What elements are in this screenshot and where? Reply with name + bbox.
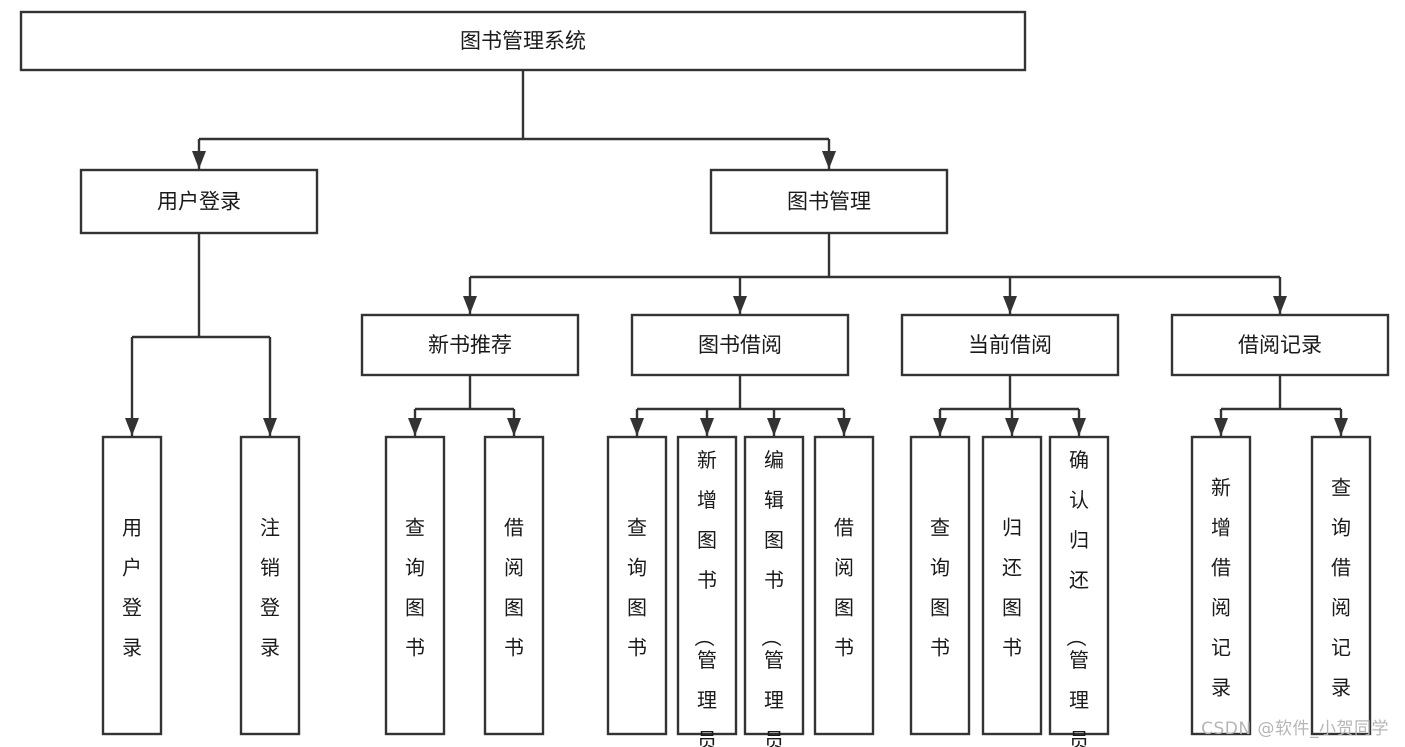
- node-leaf-1-box[interactable]: [239, 435, 301, 736]
- node-leaf-6-box[interactable]: [743, 435, 805, 736]
- node-leaf-8-label: 查询图书: [930, 515, 950, 659]
- arrow-head-icon: [1334, 418, 1348, 436]
- node-leaf-5[interactable]: 新增图书（管理员）: [676, 435, 738, 747]
- node-l3-1-图书借阅-box[interactable]: [630, 313, 850, 377]
- node-leaf-9[interactable]: 归还图书: [981, 435, 1043, 736]
- node-leaf-12[interactable]: 查询借阅记录: [1310, 435, 1372, 736]
- node-leaf-1[interactable]: 注销登录: [239, 435, 301, 736]
- node-root-图书管理系统-label: 图书管理系统: [460, 29, 586, 53]
- node-root-图书管理系统-box[interactable]: [19, 10, 1027, 72]
- node-leaf-12-label: 查询借阅记录: [1331, 475, 1351, 699]
- arrow-head-icon: [1003, 296, 1017, 314]
- node-l3-3-借阅记录-box[interactable]: [1170, 313, 1390, 377]
- node-leaf-0-label: 用户登录: [122, 515, 142, 659]
- node-leaf-2[interactable]: 查询图书: [384, 435, 446, 736]
- node-leaf-11-box[interactable]: [1190, 435, 1252, 736]
- node-l2-1-图书管理-box[interactable]: [709, 168, 949, 235]
- node-leaf-0-box[interactable]: [101, 435, 163, 736]
- node-leaf-8-box[interactable]: [909, 435, 971, 736]
- arrow-head-icon: [463, 296, 477, 314]
- node-leaf-6-label: 编辑图书（管理员）: [759, 448, 784, 747]
- node-root-图书管理系统[interactable]: 图书管理系统: [19, 10, 1027, 72]
- arrow-head-icon: [1005, 418, 1019, 436]
- node-leaf-8[interactable]: 查询图书: [909, 435, 971, 736]
- node-leaf-9-box[interactable]: [981, 435, 1043, 736]
- node-l3-2-当前借阅-box[interactable]: [900, 313, 1120, 377]
- connector-layer: [125, 70, 1348, 436]
- node-l2-0-用户登录-box[interactable]: [79, 168, 319, 235]
- node-l3-2-当前借阅-label: 当前借阅: [968, 333, 1052, 357]
- arrow-head-icon: [733, 296, 747, 314]
- arrow-head-icon: [408, 418, 422, 436]
- arrow-head-icon: [1273, 296, 1287, 314]
- arrow-head-icon: [837, 418, 851, 436]
- node-l3-3-借阅记录[interactable]: 借阅记录: [1170, 313, 1390, 377]
- node-l3-0-新书推荐[interactable]: 新书推荐: [360, 313, 580, 377]
- node-leaf-4-box[interactable]: [606, 435, 668, 736]
- node-leaf-7-box[interactable]: [813, 435, 875, 736]
- arrow-head-icon: [822, 151, 836, 169]
- node-leaf-2-label: 查询图书: [405, 515, 425, 659]
- arrow-head-icon: [700, 418, 714, 436]
- node-leaf-9-label: 归还图书: [1002, 515, 1022, 659]
- node-leaf-3-label: 借阅图书: [504, 515, 524, 659]
- node-leaf-10-label: 确认归还（管理员）: [1064, 448, 1089, 747]
- arrow-head-icon: [125, 418, 139, 436]
- arrow-head-icon: [933, 418, 947, 436]
- node-leaf-11-label: 新增借阅记录: [1211, 475, 1231, 699]
- arrow-head-icon: [507, 418, 521, 436]
- node-l3-1-图书借阅[interactable]: 图书借阅: [630, 313, 850, 377]
- node-l3-1-图书借阅-label: 图书借阅: [698, 333, 782, 357]
- arrow-head-icon: [630, 418, 644, 436]
- node-leaf-5-label: 新增图书（管理员）: [692, 448, 717, 747]
- node-l2-1-图书管理[interactable]: 图书管理: [709, 168, 949, 235]
- watermark-text: CSDN @软件_小贺同学: [1201, 719, 1389, 739]
- arrow-head-icon: [767, 418, 781, 436]
- node-l3-0-新书推荐-box[interactable]: [360, 313, 580, 377]
- node-leaf-3[interactable]: 借阅图书: [483, 435, 545, 736]
- arrow-head-icon: [1072, 418, 1086, 436]
- node-leaf-2-box[interactable]: [384, 435, 446, 736]
- node-leaf-6[interactable]: 编辑图书（管理员）: [743, 435, 805, 747]
- node-l2-0-用户登录[interactable]: 用户登录: [79, 168, 319, 235]
- node-leaf-7[interactable]: 借阅图书: [813, 435, 875, 736]
- node-l2-0-用户登录-label: 用户登录: [157, 190, 241, 214]
- node-leaf-12-box[interactable]: [1310, 435, 1372, 736]
- node-leaf-10-box[interactable]: [1048, 435, 1110, 736]
- node-l3-0-新书推荐-label: 新书推荐: [428, 333, 512, 357]
- node-leaf-10[interactable]: 确认归还（管理员）: [1048, 435, 1110, 747]
- node-leaf-11[interactable]: 新增借阅记录: [1190, 435, 1252, 736]
- node-l2-1-图书管理-label: 图书管理: [787, 190, 871, 214]
- arrow-head-icon: [263, 418, 277, 436]
- node-l3-2-当前借阅[interactable]: 当前借阅: [900, 313, 1120, 377]
- arrow-head-icon: [1214, 418, 1228, 436]
- arrow-head-icon: [192, 151, 206, 169]
- node-l3-3-借阅记录-label: 借阅记录: [1238, 333, 1322, 357]
- node-leaf-4[interactable]: 查询图书: [606, 435, 668, 736]
- node-leaf-0[interactable]: 用户登录: [101, 435, 163, 736]
- node-leaf-7-label: 借阅图书: [834, 515, 854, 659]
- node-leaf-5-box[interactable]: [676, 435, 738, 736]
- node-leaf-1-label: 注销登录: [260, 515, 280, 659]
- node-leaf-3-box[interactable]: [483, 435, 545, 736]
- node-leaf-4-label: 查询图书: [627, 515, 647, 659]
- node-layer: 图书管理系统用户登录图书管理新书推荐图书借阅当前借阅借阅记录用户登录注销登录查询…: [19, 10, 1390, 747]
